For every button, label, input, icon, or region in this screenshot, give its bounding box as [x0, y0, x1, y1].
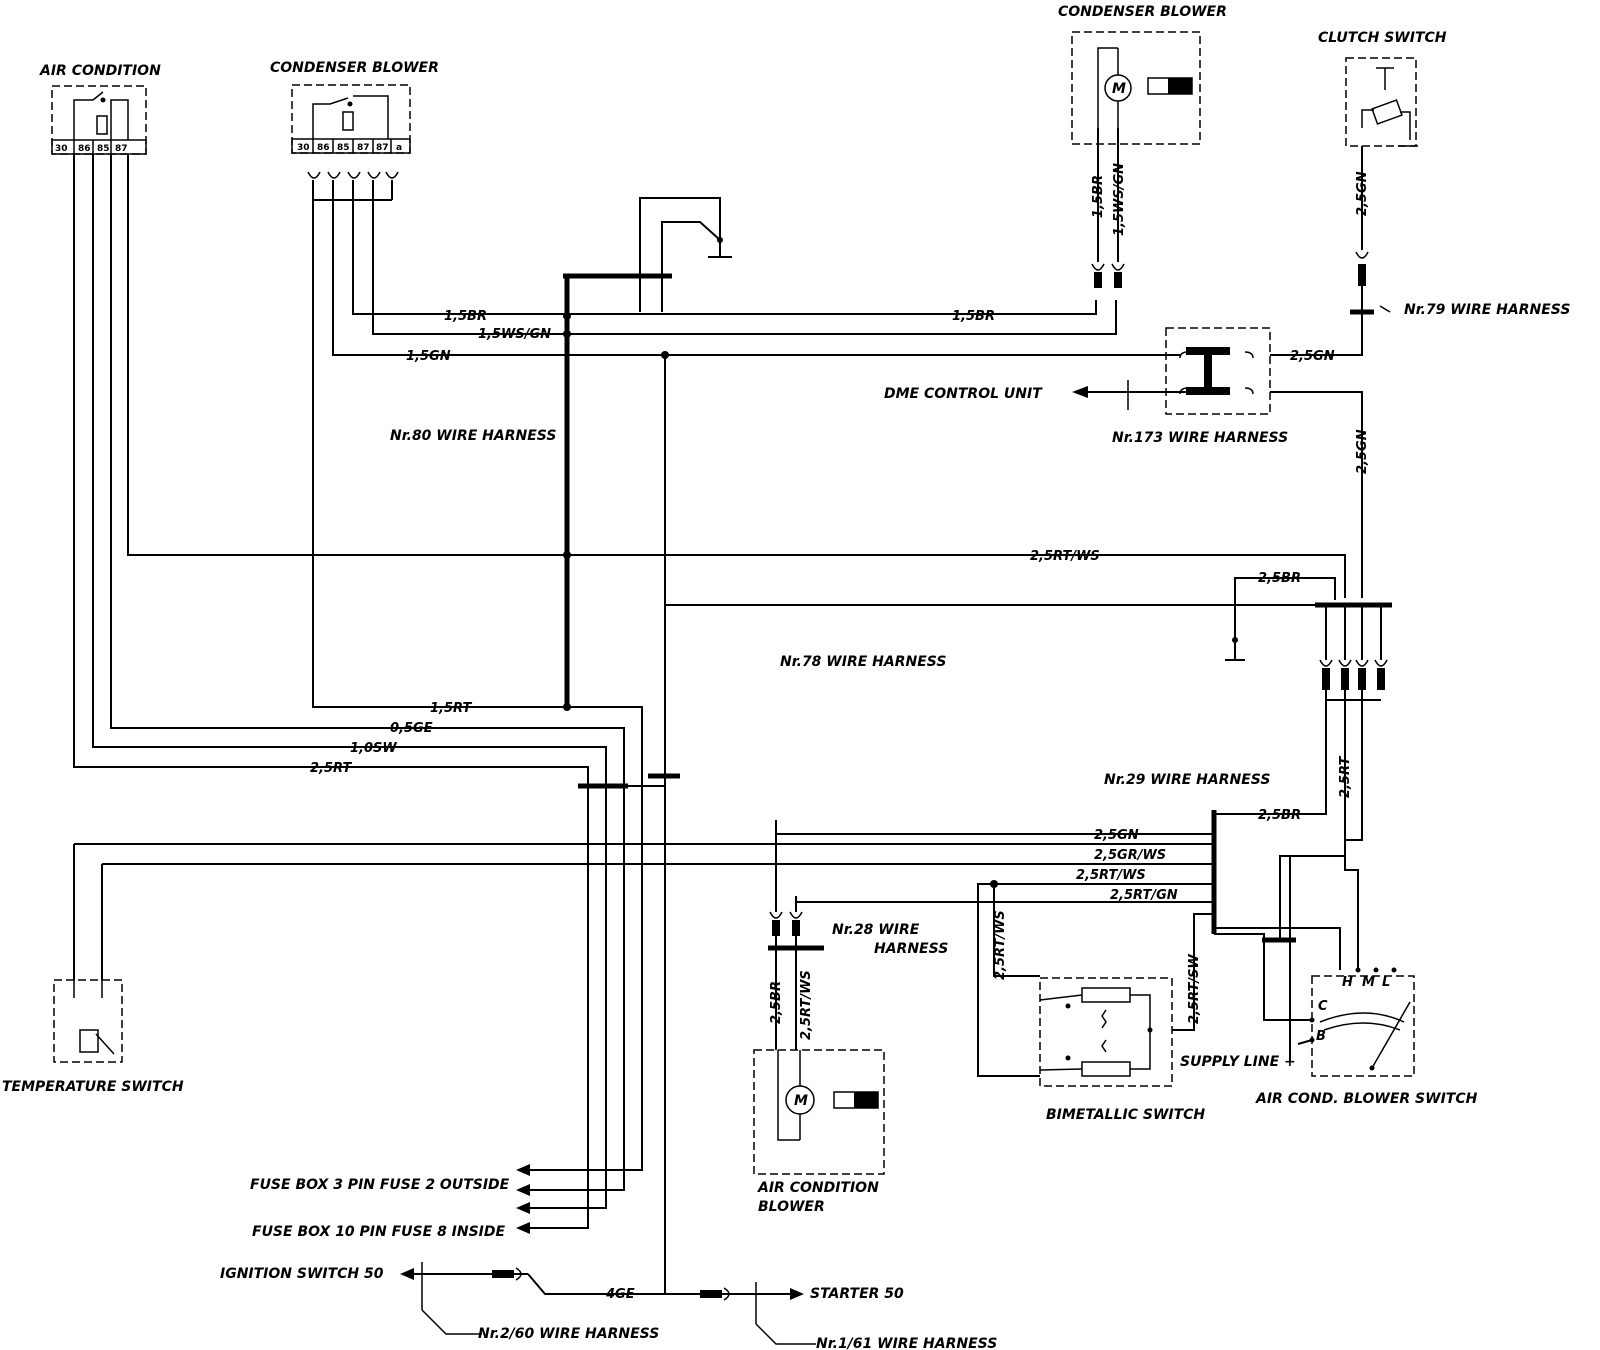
temperature-switch: TEMPERATURE SWITCH: [2, 979, 184, 1095]
condenser-blower-relay-label: CONDENSER BLOWER: [270, 60, 439, 76]
switch-pin-m: M: [1362, 975, 1375, 990]
wires-air-condition: [73, 154, 1346, 1229]
ignition-switch-label: IGNITION SWITCH 50: [220, 1266, 384, 1282]
wire-label: 2,5BR: [1258, 571, 1301, 586]
wire-label: 2,5BR: [1258, 808, 1301, 823]
wire-label: 1,5BR: [952, 309, 995, 324]
nr29-harness: [73, 810, 1341, 1077]
switch-pin-b: B: [1316, 1029, 1326, 1044]
wire-label: 2,5RT/SW: [1187, 954, 1202, 1024]
wires-condenser-relay: [312, 180, 1320, 1294]
wire-label: 2,5RT/WS: [993, 910, 1008, 980]
wire-label: 2,5RT: [1338, 756, 1353, 798]
condenser-blower-relay: 30 86 85 87 87 a CONDENSER BLOWER: [270, 60, 439, 179]
air-condition-label: AIR CONDITION: [39, 63, 161, 79]
wire-label: 2,5GN: [1290, 349, 1335, 364]
nr28-harness-label-1: Nr.28 WIRE: [832, 922, 920, 938]
wire-label: 1,0SW: [350, 741, 397, 756]
wire-label: 2,5RT/WS: [1076, 868, 1146, 883]
wire-label: 1,5GN: [406, 349, 451, 364]
air-cond-blower-switch-label: AIR COND. BLOWER SWITCH: [1255, 1091, 1478, 1107]
nr78-junction: [1225, 577, 1392, 1062]
supply-line-label: SUPPLY LINE +: [1180, 1054, 1296, 1070]
pin-87b: 87: [376, 143, 389, 153]
condenser-blower-motor: M CONDENSER BLOWER: [1058, 4, 1227, 145]
pin-87: 87: [115, 144, 128, 154]
bimetallic-switch-label: BIMETALLIC SWITCH: [1046, 1107, 1205, 1123]
wire-label: 2,5RT/GN: [1110, 888, 1178, 903]
fuse-2-label: FUSE BOX 3 PIN FUSE 2 OUTSIDE: [250, 1177, 510, 1193]
wire-label: 2,5GN: [1355, 429, 1370, 474]
nr28-harness-label-2: HARNESS: [874, 941, 948, 957]
switch-pin-l: L: [1382, 975, 1390, 990]
air-condition-blower-label-1: AIR CONDITION: [757, 1180, 879, 1196]
pin-86: 86: [317, 143, 330, 153]
air-condition-blower-label-2: BLOWER: [758, 1199, 825, 1215]
wire-label: 2,5RT: [310, 761, 352, 776]
pin-a: a: [396, 143, 402, 153]
nr29-harness-label: Nr.29 WIRE HARNESS: [1104, 772, 1270, 788]
ignition-starter-wiring: [400, 773, 816, 1345]
switch-pin-h: H: [1342, 975, 1353, 990]
wire-label: 2,5RT/WS: [799, 970, 814, 1040]
condenser-blower-motor-label: CONDENSER BLOWER: [1058, 4, 1227, 20]
wire-label: 4GE: [605, 1287, 635, 1302]
wire-label: 2,5BR: [769, 981, 784, 1024]
pin-87: 87: [357, 143, 370, 153]
air-condition-relay: 30 86 85 87 AIR CONDITION: [39, 63, 161, 155]
pin-85: 85: [97, 144, 110, 154]
wires-clutch: [1270, 146, 1391, 598]
air-condition-blower: M AIR CONDITION BLOWER: [753, 1049, 885, 1215]
pin-30: 30: [297, 143, 310, 153]
wires-condenser-motor: [1091, 128, 1125, 288]
wire-label: 2,5GN: [1094, 828, 1139, 843]
nr2-60-harness-label: Nr.2/60 WIRE HARNESS: [478, 1326, 659, 1342]
wire-label: 1,5WS/GN: [1112, 163, 1127, 236]
starter-label: STARTER 50: [810, 1286, 904, 1302]
nr80-harness-label: Nr.80 WIRE HARNESS: [390, 428, 556, 444]
pin-30: 30: [55, 144, 68, 154]
temperature-switch-label: TEMPERATURE SWITCH: [2, 1079, 184, 1095]
switch-pin-c: C: [1318, 999, 1328, 1014]
nr79-harness-label: Nr.79 WIRE HARNESS: [1404, 302, 1570, 318]
nr80-harness: [563, 276, 669, 789]
dme-control-unit-label: DME CONTROL UNIT: [884, 386, 1043, 402]
air-cond-blower-switch: H M L C B AIR COND. BLOWER SWITCH: [1255, 967, 1478, 1107]
clutch-switch-label: CLUTCH SWITCH: [1318, 30, 1447, 46]
motor-m-label: M: [1112, 81, 1126, 97]
wire-labels: 1,5BR 1,5BR 1,5WS/GN 1,5GN 1,5BR 1,5WS/G…: [310, 163, 1370, 1302]
nr173-harness-label: Nr.173 WIRE HARNESS: [1112, 430, 1288, 446]
pin-85: 85: [337, 143, 350, 153]
wire-label: 1,5BR: [1091, 175, 1106, 218]
pin-86: 86: [78, 144, 91, 154]
nr173-connector-box: DME CONTROL UNIT: [884, 327, 1271, 415]
blower-motor-m-label: M: [794, 1093, 808, 1109]
wire-label: 2,5RT/WS: [1030, 549, 1100, 564]
nr78-harness-label: Nr.78 WIRE HARNESS: [780, 654, 946, 670]
wire-label: 1,5BR: [444, 309, 487, 324]
wire-label: 0,5GE: [390, 721, 433, 736]
wire-label: 2,5GR/WS: [1094, 848, 1166, 863]
bimetallic-switch: BIMETALLIC SWITCH SUPPLY LINE +: [1039, 977, 1296, 1123]
relay-connectors: [307, 171, 399, 179]
fuse-8-label: FUSE BOX 10 PIN FUSE 8 INSIDE: [252, 1224, 506, 1240]
wire-label: 1,5WS/GN: [478, 327, 551, 342]
ground-top: [563, 197, 732, 312]
wire-label: 2,5GN: [1355, 171, 1370, 216]
wire-label: 1,5RT: [430, 701, 472, 716]
nr1-61-harness-label: Nr.1/61 WIRE HARNESS: [816, 1336, 997, 1350]
clutch-switch: CLUTCH SWITCH: [1318, 30, 1447, 147]
